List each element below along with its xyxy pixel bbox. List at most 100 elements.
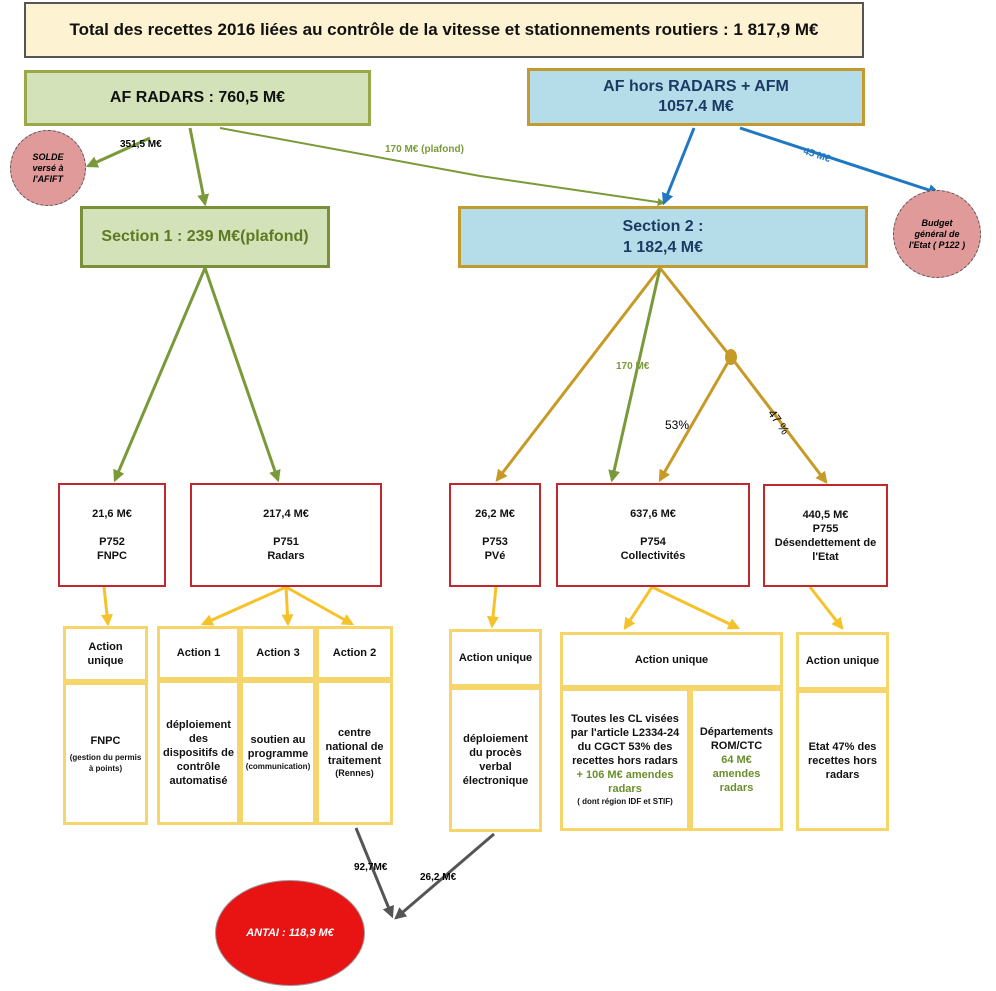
p755-code: P755	[812, 522, 839, 535]
section2-line2: 1 182,4 M€	[622, 239, 704, 256]
solde-afift-node: SOLDE versé à l'AFIFT	[10, 130, 86, 206]
p755-amount: 440,5 M€	[802, 508, 849, 521]
arrow-s2-p754	[608, 267, 662, 483]
af-hors-line1: AF hors RADARS + AFM	[603, 78, 789, 95]
p755-name1: Désendettement de	[774, 536, 877, 549]
action-col-head: Action unique	[560, 632, 783, 688]
action1-head-text: Action 1	[176, 647, 221, 659]
action-col-head-text: Action unique	[634, 654, 709, 666]
af-hors-line2: 1057.4 M€	[658, 98, 734, 115]
p752-name: FNPC	[97, 550, 127, 562]
p754-code: P754	[640, 536, 666, 548]
p753-code: P753	[482, 536, 508, 548]
arrow-p751-a1	[200, 585, 287, 626]
action-col-right-b: 64 M€ amendes radars	[712, 753, 761, 794]
arrow-s1-p751	[203, 267, 281, 483]
arrow-budget	[739, 126, 941, 196]
action-col-left-b: + 106 M€ amendes radars	[576, 769, 674, 795]
action2-body-text: centre national de traitement	[325, 727, 384, 767]
solde-line2: versé à	[32, 162, 64, 173]
arrow-p752-action	[101, 586, 113, 627]
budget-line1: Budget	[921, 217, 953, 228]
arrow-split-p754	[658, 356, 733, 483]
action-etat-head-text: Action unique	[805, 655, 880, 667]
p751-name: Radars	[267, 550, 305, 562]
p754-amount: 637,6 M€	[630, 508, 676, 520]
flow-label-antai-a2: 92,7M€	[354, 862, 388, 873]
action1-body-text: déploiement des dispositifs de contrôle …	[163, 718, 234, 787]
action-pve-body: déploiement du procès verbal électroniqu…	[449, 687, 542, 832]
af-radars-box: AF RADARS : 760,5 M€	[24, 70, 371, 126]
action-col-left-a: Toutes les CL visées par l'article L2334…	[570, 713, 680, 767]
arrow-p754-action-left	[623, 586, 654, 631]
p755-name2: l'Etat	[812, 550, 839, 563]
budget-line2: général de	[914, 228, 960, 239]
p751-amount: 217,4 M€	[263, 508, 309, 520]
action3-head: Action 3	[240, 626, 316, 680]
arrow-p751-a3	[281, 586, 294, 627]
p753-name: PVé	[484, 550, 506, 562]
arrow-s2-p753	[495, 267, 662, 482]
total-title: Total des recettes 2016 liées au contrôl…	[24, 2, 864, 58]
section2-line1: Section 2 :	[622, 218, 704, 235]
action2-head: Action 2	[316, 626, 393, 680]
solde-line3: l'AFIFT	[32, 173, 64, 184]
action1-head: Action 1	[157, 626, 240, 680]
program-p752: 21,6 M€ P752 FNPC	[58, 483, 166, 587]
antai-label: ANTAI : 118,9 M€	[246, 927, 334, 939]
action-etat-body: Etat 47% des recettes hors radars	[796, 690, 889, 831]
flow-label-53: 53%	[665, 418, 690, 432]
action-fnpc-body-text: FNPC	[90, 734, 121, 747]
action-fnpc-small: (gestion du permis à points)	[69, 752, 142, 773]
action2-head-text: Action 2	[332, 647, 377, 659]
p752-code: P752	[99, 536, 125, 548]
af-hors-radars-box: AF hors RADARS + AFM 1057.4 M€	[527, 68, 865, 126]
arrow-p753-action	[487, 586, 499, 629]
arrow-s1-p752	[113, 267, 207, 483]
arrow-section1	[188, 127, 210, 207]
action1-body: déploiement des dispositifs de contrôle …	[157, 680, 240, 825]
arrow-p755-action	[808, 586, 844, 630]
action-fnpc-body: FNPC (gestion du permis à points)	[63, 682, 148, 825]
arrow-plafond	[219, 127, 666, 207]
p754-name: Collectivités	[620, 550, 686, 562]
flow-label-antai-pve: 26,2 M€	[420, 872, 457, 883]
action-fnpc-head: Action unique	[63, 626, 148, 682]
action-pve-body-text: déploiement du procès verbal électroniqu…	[462, 732, 529, 787]
arrow-p754-action-right	[651, 585, 741, 630]
action3-small: (communication)	[245, 762, 311, 771]
action2-body: centre national de traitement (Rennes)	[316, 680, 393, 825]
action-etat-head: Action unique	[796, 632, 889, 690]
p751-code: P751	[273, 536, 299, 548]
program-p751: 217,4 M€ P751 Radars	[190, 483, 382, 587]
action-fnpc-head-text: Action unique	[87, 641, 124, 667]
p753-amount: 26,2 M€	[475, 508, 515, 520]
budget-general-node: Budget général de l'Etat ( P122 )	[893, 190, 981, 278]
arrow-p751-a2	[285, 585, 355, 626]
action3-body: soutien au programme (communication)	[240, 680, 316, 825]
flow-label-solde: 351,5 M€	[120, 139, 162, 150]
action-pve-head-text: Action unique	[458, 652, 533, 664]
section2-box: Section 2 : 1 182,4 M€	[458, 206, 868, 268]
arrow-split-p755	[729, 356, 828, 484]
flow-label-plafond: 170 M€ (plafond)	[385, 144, 464, 155]
action-col-right-a: Départements ROM/CTC	[699, 725, 774, 752]
antai-node: ANTAI : 118,9 M€	[215, 880, 365, 986]
action3-head-text: Action 3	[256, 647, 300, 659]
action-pve-head: Action unique	[449, 629, 542, 687]
action-col-left: Toutes les CL visées par l'article L2334…	[560, 688, 690, 831]
action-col-left-c: ( dont région IDF et STIF)	[577, 797, 673, 806]
flow-label-s2-p754: 170 M€	[616, 361, 650, 372]
p752-amount: 21,6 M€	[92, 508, 132, 520]
action-etat-body-text: Etat 47% des recettes hors radars	[807, 740, 878, 781]
arrow-pve-antai	[394, 832, 495, 920]
action3-body-text: soutien au programme	[247, 734, 309, 760]
budget-line3: l'Etat ( P122 )	[908, 239, 966, 250]
arrow-solde	[85, 136, 151, 168]
program-p755: 440,5 M€ P755 Désendettement de l'Etat	[763, 484, 888, 587]
arrow-a2-antai	[354, 827, 394, 919]
section1-box: Section 1 : 239 M€(plafond)	[80, 206, 330, 268]
solde-line1: SOLDE	[32, 151, 64, 162]
arrow-s2-split	[658, 267, 732, 357]
